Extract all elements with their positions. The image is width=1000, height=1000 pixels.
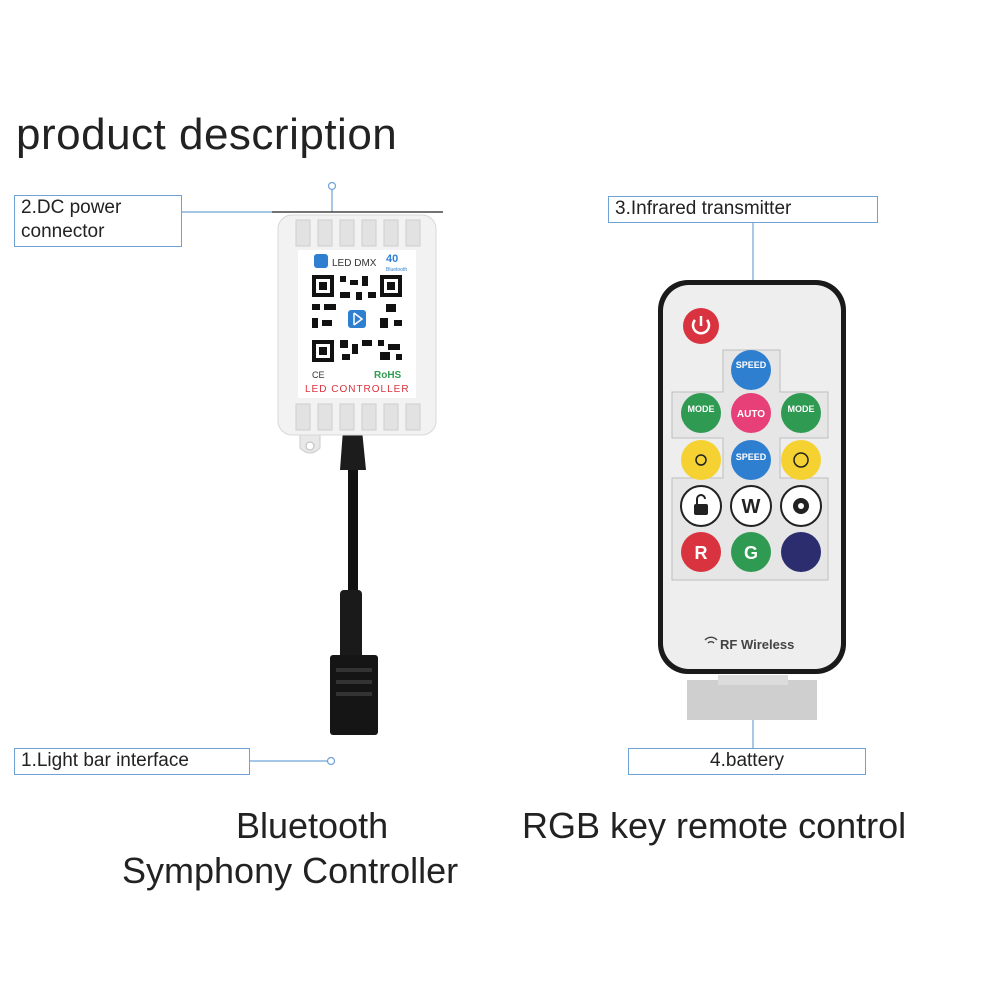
mode-minus-button-label: MODE xyxy=(688,404,715,414)
callout-infrared-transmitter: 3.Infrared transmitter xyxy=(608,196,878,223)
rgb-remote-device xyxy=(658,280,846,720)
controller-caption-line2: Symphony Controller xyxy=(122,850,459,891)
callout-battery: 4.battery xyxy=(628,748,866,775)
controller-version: 40 xyxy=(386,253,398,265)
mode-plus-button-label: MODE xyxy=(788,404,815,414)
green-button-label: G xyxy=(744,543,758,563)
bluetooth-controller-device xyxy=(277,214,437,735)
controller-caption-line1: Bluetooth xyxy=(236,805,389,846)
callout-dc-power-connector: 2.DC power connector xyxy=(14,195,182,247)
rohs-mark: RoHS xyxy=(374,370,402,381)
controller-bluetooth-tag: Bluetooth xyxy=(386,267,407,273)
controller-label-top: LED DMX xyxy=(332,258,377,269)
red-button-label: R xyxy=(695,543,708,563)
page-title: product description xyxy=(16,110,398,159)
speed-up-button-label: SPEED xyxy=(736,360,767,370)
callout-light-bar-interface: 1.Light bar interface xyxy=(14,748,250,775)
ce-mark: CE xyxy=(312,370,325,380)
white-button-label: W xyxy=(742,496,761,518)
remote-caption: RGB key remote control xyxy=(522,805,907,846)
callout-leader-lines xyxy=(182,181,758,766)
auto-button-label: AUTO xyxy=(737,409,765,420)
controller-label-bottom: LED CONTROLLER xyxy=(305,384,410,395)
rf-wireless-label: RF Wireless xyxy=(720,637,794,652)
speed-down-button-label: SPEED xyxy=(736,452,767,462)
